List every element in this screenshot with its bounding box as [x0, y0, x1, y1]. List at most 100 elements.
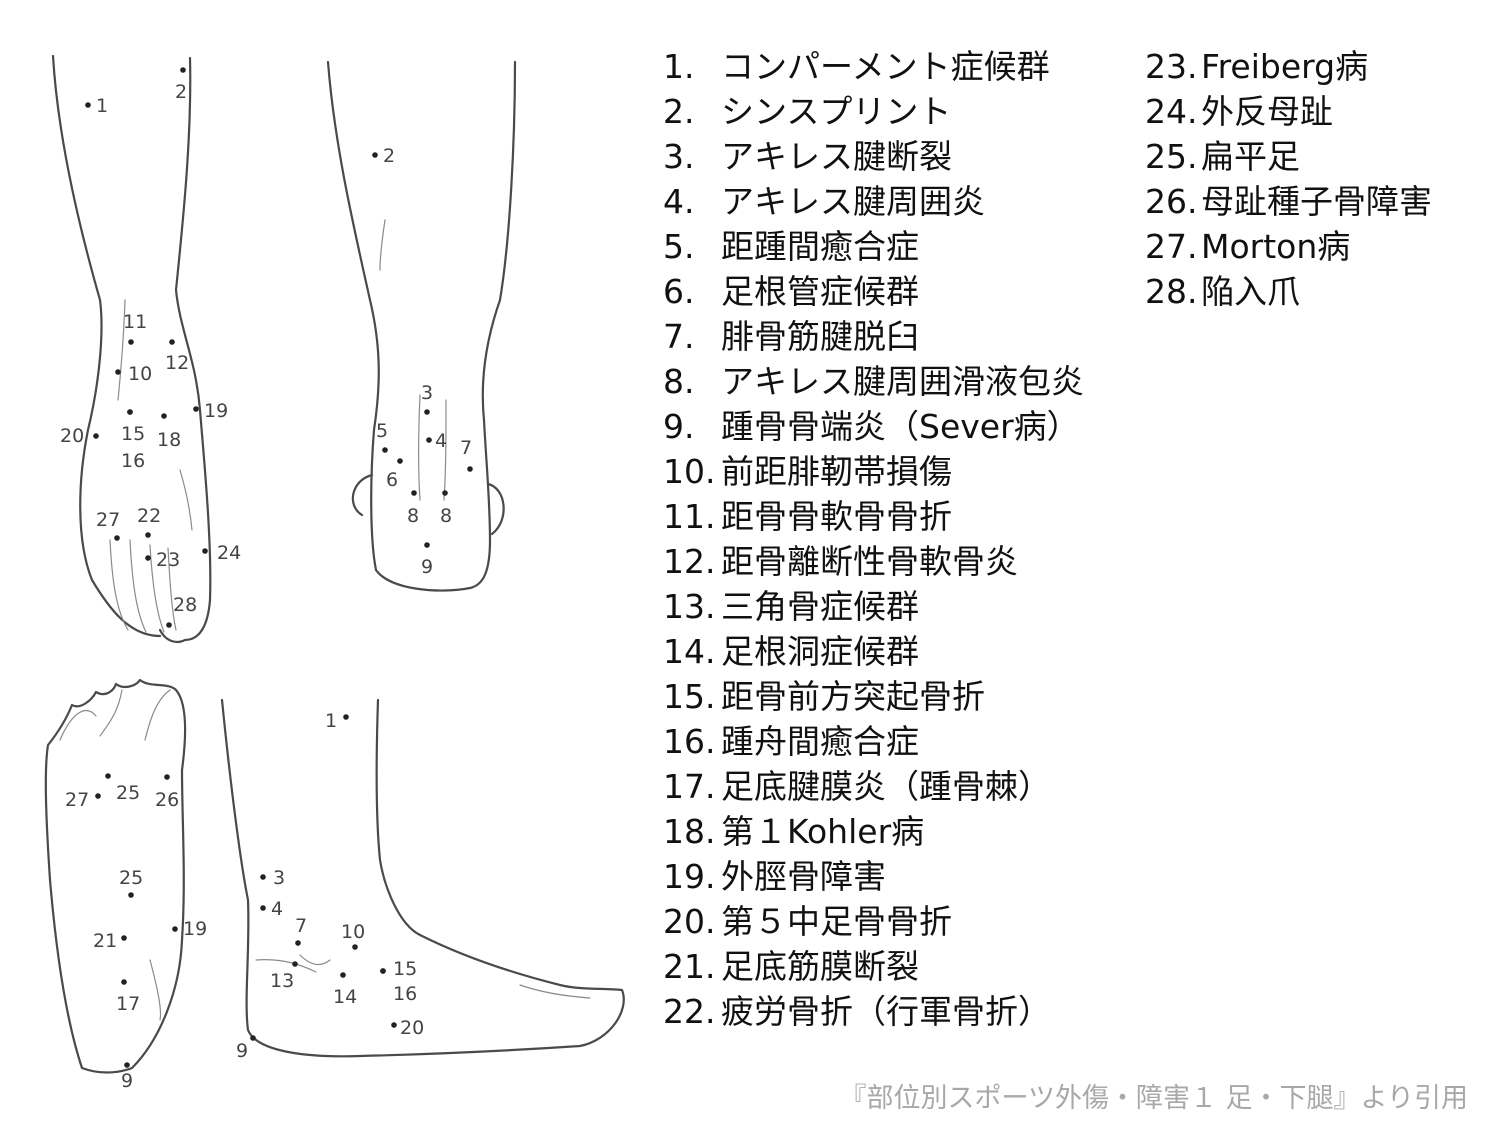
- condition-number: 20.: [663, 902, 716, 941]
- side-point-label: 10: [341, 921, 365, 943]
- condition-name: アキレス腱周囲炎: [721, 182, 985, 221]
- condition-item: 24.外反母趾: [1145, 89, 1432, 134]
- back-point-label: 2: [383, 145, 395, 167]
- condition-item: 1.コンパーメント症候群: [663, 44, 1084, 89]
- condition-item: 25.扁平足: [1145, 134, 1432, 179]
- front-point-marker: [128, 339, 134, 345]
- condition-item: 3. アキレス腱断裂: [663, 134, 1084, 179]
- back-point-marker: [372, 152, 378, 158]
- condition-name: 足根洞症候群: [721, 632, 919, 671]
- condition-number: 9.: [663, 407, 695, 446]
- condition-name: 前距腓靭帯損傷: [721, 452, 952, 491]
- condition-name: 第１Kohler病: [721, 812, 925, 851]
- back-view-diagram: [326, 60, 517, 592]
- side-point-marker: [260, 874, 266, 880]
- condition-number: 24.: [1145, 92, 1198, 131]
- side-point-marker: [250, 1035, 256, 1041]
- sole-point-marker: [121, 935, 127, 941]
- condition-name: アキレス腱断裂: [721, 137, 952, 176]
- condition-item: 17.足底腱膜炎（踵骨棘）: [663, 764, 1084, 809]
- side-point-marker: [292, 961, 298, 967]
- condition-number: 5.: [663, 227, 695, 266]
- condition-name: Morton病: [1201, 227, 1351, 266]
- side-point-label: 13: [270, 970, 294, 992]
- sole-point-label: 25: [119, 867, 143, 889]
- front-point-label: 22: [137, 505, 161, 527]
- condition-number: 3.: [663, 137, 695, 176]
- side-point-label: 4: [271, 898, 283, 920]
- condition-item: 15.距骨前方突起骨折: [663, 674, 1084, 719]
- condition-number: 4.: [663, 182, 695, 221]
- front-point-marker: [145, 555, 151, 561]
- back-point-marker: [424, 409, 430, 415]
- condition-item: 2.シンスプリント: [663, 89, 1084, 134]
- condition-name: 距骨離断性骨軟骨炎: [721, 542, 1018, 581]
- side-point-label: 3: [273, 867, 285, 889]
- condition-item: 11.距骨骨軟骨骨折: [663, 494, 1084, 539]
- condition-number: 17.: [663, 767, 716, 806]
- condition-name: Freiberg病: [1201, 47, 1369, 86]
- front-point-marker: [85, 102, 91, 108]
- sole-point-marker: [124, 1062, 130, 1068]
- back-point-marker: [382, 447, 388, 453]
- front-point-label: 16: [121, 450, 145, 472]
- condition-name: 外脛骨障害: [721, 857, 886, 896]
- front-point-marker: [193, 406, 199, 412]
- sole-point-marker: [172, 926, 178, 932]
- front-point-label: 11: [123, 311, 147, 333]
- front-point-label: 24: [217, 542, 241, 564]
- condition-number: 18.: [663, 812, 716, 851]
- back-point-label: 7: [460, 437, 472, 459]
- back-point-marker: [424, 542, 430, 548]
- condition-number: 21.: [663, 947, 716, 986]
- condition-item: 23.Freiberg病: [1145, 44, 1432, 89]
- condition-item: 16.踵舟間癒合症: [663, 719, 1084, 764]
- condition-name: 疲労骨折（行軍骨折）: [721, 992, 1051, 1031]
- sole-point-label: 9: [121, 1070, 133, 1092]
- front-point-marker: [127, 409, 133, 415]
- condition-item: 20.第５中足骨骨折: [663, 899, 1084, 944]
- front-point-label: 20: [60, 425, 84, 447]
- sole-point-marker: [105, 773, 111, 779]
- side-view-diagram: [220, 698, 625, 1058]
- condition-number: 23.: [1145, 47, 1198, 86]
- sole-point-label: 19: [183, 918, 207, 940]
- condition-number: 6.: [663, 272, 695, 311]
- condition-number: 8.: [663, 362, 695, 401]
- front-point-label: 23: [156, 549, 180, 571]
- back-point-marker: [442, 490, 448, 496]
- condition-item: 4. アキレス腱周囲炎: [663, 179, 1084, 224]
- condition-name: 母趾種子骨障害: [1201, 182, 1432, 221]
- condition-number: 22.: [663, 992, 716, 1031]
- back-point-label: 3: [421, 382, 433, 404]
- front-point-marker: [93, 433, 99, 439]
- condition-name: アキレス腱周囲滑液包炎: [721, 362, 1084, 401]
- condition-name: 踵骨骨端炎（Sever病）: [721, 407, 1080, 446]
- condition-name: 足底腱膜炎（踵骨棘）: [721, 767, 1051, 806]
- condition-name: 外反母趾: [1201, 92, 1333, 131]
- front-point-label: 19: [204, 400, 228, 422]
- condition-item: 7.腓骨筋腱脱臼: [663, 314, 1084, 359]
- condition-name: 腓骨筋腱脱臼: [721, 317, 919, 356]
- sole-point-label: 25: [116, 782, 140, 804]
- side-point-marker: [260, 905, 266, 911]
- condition-number: 14.: [663, 632, 716, 671]
- condition-item: 8. アキレス腱周囲滑液包炎: [663, 359, 1084, 404]
- side-point-label: 16: [393, 983, 417, 1005]
- side-point-marker: [343, 714, 349, 720]
- side-point-marker: [340, 972, 346, 978]
- side-point-label: 7: [295, 915, 307, 937]
- front-point-marker: [114, 535, 120, 541]
- back-point-label: 4: [435, 430, 447, 452]
- side-point-marker: [295, 940, 301, 946]
- condition-number: 28.: [1145, 272, 1198, 311]
- condition-item: 13.三角骨症候群: [663, 584, 1084, 629]
- back-point-marker: [426, 437, 432, 443]
- condition-name: 距骨骨軟骨骨折: [721, 497, 952, 536]
- citation: 『部位別スポーツ外傷・障害１ 足・下腿』より引用: [839, 1083, 1468, 1114]
- sole-point-label: 17: [116, 993, 140, 1015]
- condition-number: 19.: [663, 857, 716, 896]
- front-point-marker: [115, 369, 121, 375]
